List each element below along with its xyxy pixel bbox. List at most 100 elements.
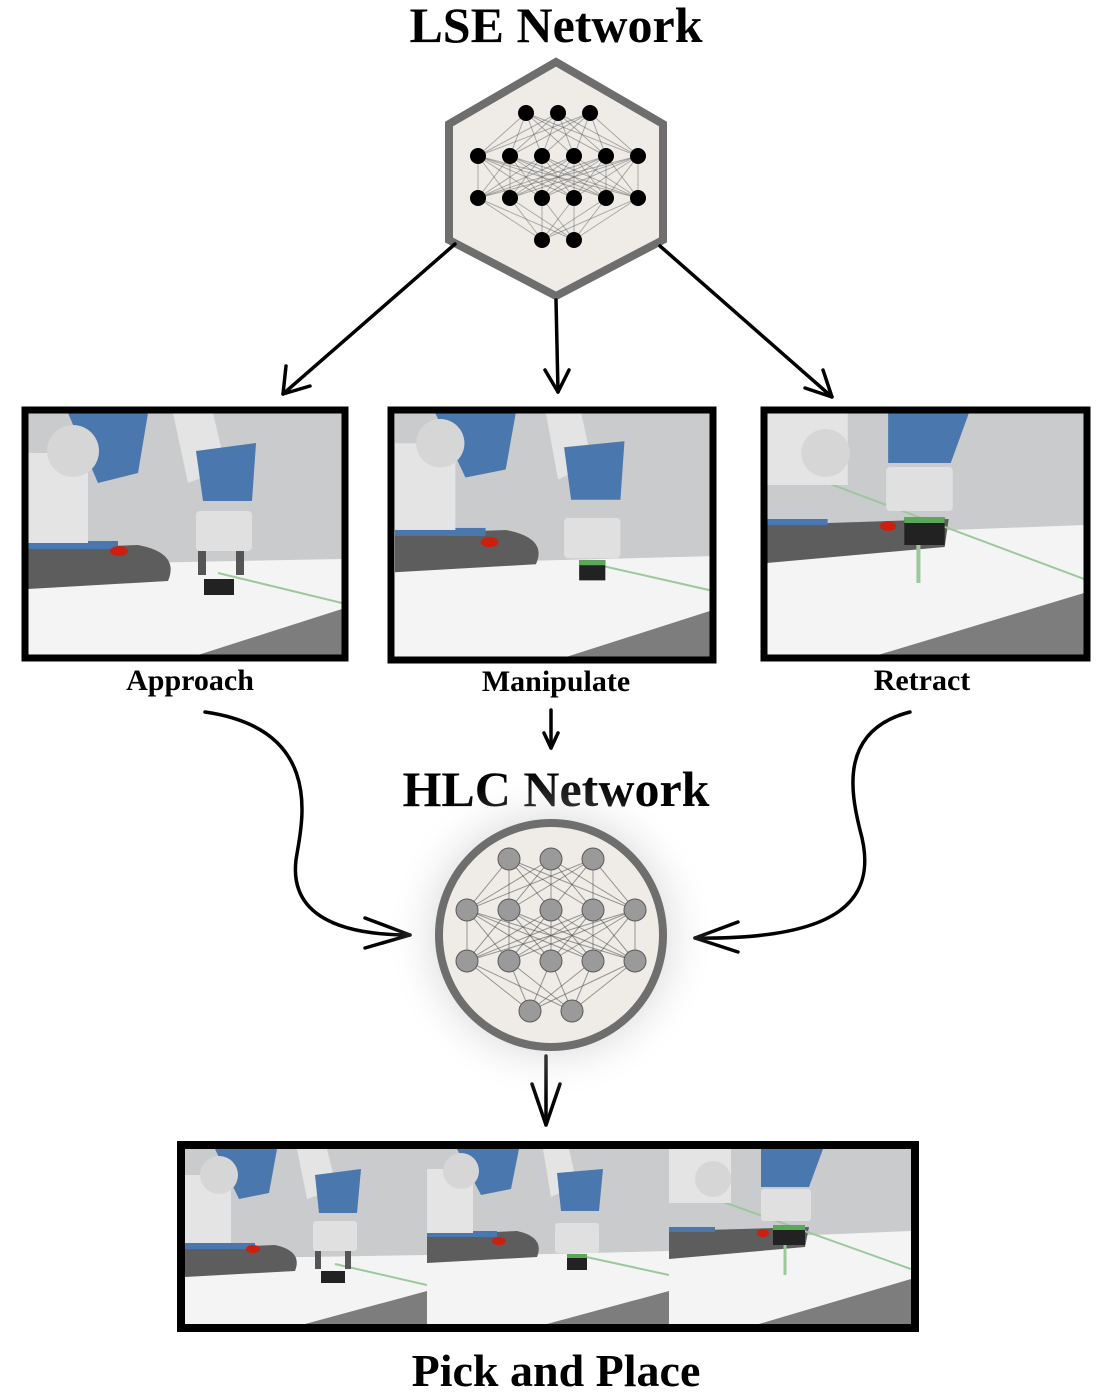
lse-edge: [477, 155, 543, 199]
lse-edge: [509, 155, 575, 199]
lse-edge: [541, 155, 607, 199]
arrow-approach-to-hlc: [203, 710, 412, 950]
lse-edge: [573, 155, 607, 199]
lse-edge: [541, 155, 607, 199]
lse-node: [598, 190, 614, 206]
lse-edge: [525, 112, 607, 157]
lse-edge: [477, 155, 607, 199]
lse-node: [630, 148, 646, 164]
hlc-edge: [529, 960, 594, 1012]
lse-node: [598, 148, 614, 164]
approach-panel-frame: [21, 406, 349, 662]
lse-edge: [509, 112, 559, 157]
lse-network-title: LSE Network: [409, 0, 703, 53]
lse-edge: [541, 155, 575, 199]
manipulate-caption: Manipulate: [481, 665, 631, 698]
arrow-manipulate-to-hlc: [542, 708, 560, 750]
hlc-node: [497, 898, 521, 922]
approach-caption: Approach: [126, 664, 254, 697]
hlc-edge: [466, 909, 636, 962]
hlc-network-icon: [386, 770, 716, 1100]
lse-edge: [477, 155, 511, 199]
hlc-node: [581, 898, 605, 922]
hlc-node: [581, 847, 605, 871]
lse-nodes: [470, 105, 646, 248]
lse-edge: [589, 112, 639, 157]
lse-node: [566, 148, 582, 164]
arrow-retract-to-hlc: [693, 710, 912, 954]
hlc-node: [497, 949, 521, 973]
lse-edge: [525, 112, 639, 157]
lse-node: [582, 105, 598, 121]
lse-edge: [557, 112, 607, 157]
lse-edge: [509, 197, 575, 241]
lse-edge: [541, 155, 639, 199]
lse-edge: [573, 155, 607, 199]
pick-and-place-frame-2: [427, 1149, 669, 1324]
lse-edge: [509, 155, 575, 199]
lse-node: [534, 232, 550, 248]
hlc-edge: [508, 858, 594, 911]
hlc-nodes: [455, 847, 647, 1023]
pick-and-place-panel: [177, 1141, 919, 1332]
lse-edge: [477, 155, 575, 199]
lse-edge: [541, 112, 591, 157]
lse-network-icon: [445, 57, 667, 301]
hlc-edge: [466, 858, 594, 911]
lse-node: [470, 190, 486, 206]
lse-edge: [477, 155, 639, 199]
hlc-node: [497, 847, 521, 871]
lse-edge: [477, 112, 591, 157]
lse-node: [566, 232, 582, 248]
hlc-edge: [529, 960, 636, 1012]
hlc-node: [518, 999, 542, 1023]
lse-edge: [477, 197, 543, 241]
lse-edge: [509, 197, 543, 241]
lse-edge: [525, 112, 575, 157]
lse-edge: [605, 155, 639, 199]
hlc-edge: [466, 909, 552, 962]
lse-edge: [509, 155, 639, 199]
approach-panel: [21, 406, 349, 662]
lse-edge: [605, 155, 639, 199]
arrow-lse-to-approach: [281, 242, 457, 396]
hlc-edge: [466, 960, 531, 1012]
lse-edge: [477, 112, 559, 157]
lse-edge: [477, 155, 639, 199]
lse-node: [534, 190, 550, 206]
hlc-edge: [466, 858, 552, 911]
lse-edge: [541, 197, 607, 241]
lse-edge: [541, 155, 575, 199]
approach-scene: [28, 413, 342, 655]
hlc-node: [539, 898, 563, 922]
lse-node: [550, 105, 566, 121]
lse-edge: [509, 112, 591, 157]
lse-edge: [541, 197, 575, 241]
retract-panel-frame: [760, 406, 1091, 662]
lse-node: [502, 148, 518, 164]
lse-edge: [509, 155, 639, 199]
retract-caption: Retract: [873, 664, 971, 697]
lse-edge: [509, 155, 543, 199]
lse-edge: [541, 197, 639, 241]
hlc-node: [539, 847, 563, 871]
hlc-edge: [508, 909, 636, 962]
lse-edge: [509, 155, 543, 199]
retract-panel: [760, 406, 1091, 662]
manipulate-scene: [395, 413, 711, 657]
lse-node: [534, 148, 550, 164]
manipulate-panel: [387, 406, 717, 664]
hlc-edge: [550, 909, 636, 962]
hlc-node: [455, 949, 479, 973]
lse-edge: [477, 155, 575, 199]
pick-and-place-frame-border: [177, 1141, 919, 1332]
lse-edge: [509, 155, 607, 199]
hlc-edge: [466, 909, 594, 962]
pick-and-place-title: Pick and Place: [411, 1345, 701, 1396]
hlc-node: [539, 949, 563, 973]
pick-and-place-frame-1: [185, 1149, 427, 1324]
lse-edge: [509, 155, 607, 199]
lse-node: [470, 148, 486, 164]
lse-edge: [573, 197, 639, 241]
